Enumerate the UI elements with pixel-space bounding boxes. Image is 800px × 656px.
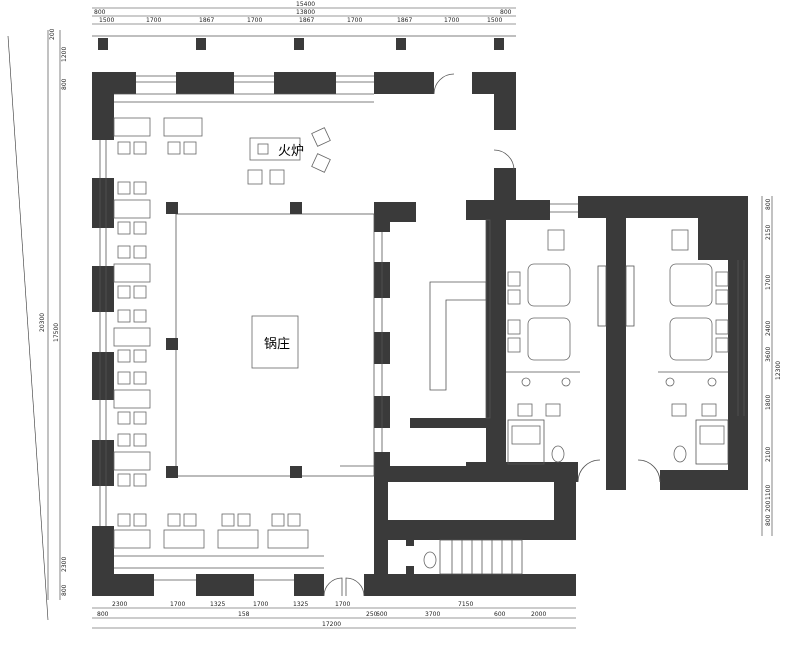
dim-right: 2400: [765, 321, 772, 336]
dim-top-seg: 1700: [444, 17, 459, 24]
dim-top-seg: 1500: [487, 17, 502, 24]
fireplace-label: 火炉: [278, 144, 304, 159]
dim-left: 1200: [61, 47, 68, 62]
service-corridor: [340, 219, 491, 467]
dim-right: 800: [765, 198, 772, 210]
dim-bottom-a: 1700: [170, 601, 185, 608]
interior-walls: [374, 196, 748, 576]
center-hall: 锅庄: [166, 202, 375, 478]
dim-top-seg: 1867: [397, 17, 412, 24]
dim-bottom-a: 7150: [458, 601, 473, 608]
dim-right: 3600: [765, 347, 772, 362]
dim-bottom-b: 158: [238, 611, 250, 618]
dim-bottom-b: 3700: [425, 611, 440, 618]
dim-right: 800: [765, 514, 772, 526]
top-segments: 1500 1700 1867 1700 1867 1700 1867 1700 …: [99, 17, 502, 24]
dim-bottom-a: 1325: [293, 601, 308, 608]
fireplace-area: 火炉: [247, 127, 331, 185]
center-hearth: [251, 315, 299, 369]
dim-left: 800: [61, 584, 68, 596]
dim-top-right-pad: 800: [500, 9, 512, 16]
top-dimensions: 15400 13800 800 800 1500 1700 1867 1700 …: [92, 1, 516, 25]
dim-right: 1800: [765, 395, 772, 410]
fireplace: [249, 137, 301, 161]
dim-bottom-total: 17200: [322, 621, 341, 628]
dim-bottom-b: 800: [97, 611, 109, 618]
bottom-seating: [113, 513, 324, 557]
dim-top-seg: 1867: [199, 17, 214, 24]
dim-bottom-b: 600: [494, 611, 506, 618]
dim-right: 1100: [765, 485, 772, 500]
dim-top-seg: 1867: [299, 17, 314, 24]
dim-left: 2300: [61, 557, 68, 572]
dim-bottom-a: 1700: [335, 601, 350, 608]
dim-right: 200: [765, 500, 772, 512]
dim-bottom-a: 2300: [112, 601, 127, 608]
dim-right: 2100: [765, 447, 772, 462]
exterior-columns: [92, 35, 516, 50]
dim-top-left-pad: 800: [94, 9, 106, 16]
dining-seating: [113, 117, 203, 487]
dim-top-total: 15400: [296, 1, 315, 8]
dim-bottom-b: 600: [376, 611, 388, 618]
right-dimensions: 800 2150 1700 2400 3600 1800 2100 1100 2…: [761, 196, 782, 536]
dim-bottom-a: 1325: [210, 601, 225, 608]
dim-bottom-a: 1700: [253, 601, 268, 608]
dim-right-total: 12300: [775, 361, 782, 380]
dim-left-total: 20300: [39, 313, 46, 332]
restroom-left: [506, 229, 607, 465]
left-dimensions: 200 1200 800 17500 2300 800 20300: [7, 28, 68, 621]
dim-left: 800: [61, 78, 68, 90]
dim-top-seg: 1500: [99, 17, 114, 24]
dim-right: 2150: [765, 225, 772, 240]
dim-top-seg: 1700: [146, 17, 161, 24]
stairs: [406, 539, 523, 575]
center-label: 锅庄: [264, 336, 290, 352]
dim-bottom-b: 250: [366, 611, 378, 618]
dim-left: 17500: [53, 323, 60, 342]
dim-right: 1700: [765, 275, 772, 290]
main-hall-walls: [92, 72, 576, 597]
dim-top-inner: 13800: [296, 9, 315, 16]
bottom-dimensions: 2300 1700 1325 1700 1325 1700 7150 800 1…: [92, 601, 576, 629]
dim-top-seg: 1700: [347, 17, 362, 24]
restroom-right: [625, 229, 729, 465]
dim-bottom-b: 2000: [531, 611, 546, 618]
dim-top-seg: 1700: [247, 17, 262, 24]
dim-left: 200: [49, 28, 56, 40]
